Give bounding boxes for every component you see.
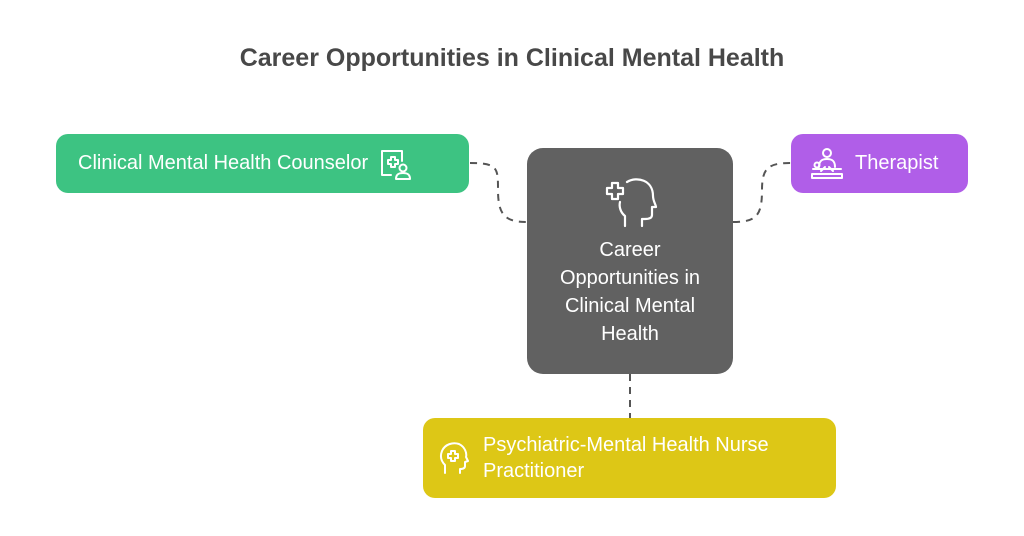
center-node: Career Opportunities in Clinical Mental …	[527, 148, 733, 374]
head-plus-icon	[601, 174, 659, 228]
center-label: Career Opportunities in Clinical Mental …	[559, 239, 701, 345]
node-nurse-practitioner: Psychiatric-Mental Health Nurse Practiti…	[423, 418, 836, 498]
page-title: Career Opportunities in Clinical Mental …	[239, 44, 785, 72]
node-counselor: Clinical Mental Health Counselor	[56, 134, 469, 193]
counselor-label: Clinical Mental Health Counselor	[78, 152, 369, 174]
therapy-session-icon	[809, 147, 845, 181]
connector-counselor	[469, 162, 528, 223]
medical-person-icon	[378, 147, 412, 181]
node-therapist: Therapist	[791, 134, 968, 193]
nurse-label: Psychiatric-Mental Health Nurse Practiti…	[483, 434, 769, 482]
connector-therapist	[732, 162, 792, 223]
head-plus-icon	[439, 441, 469, 475]
therapist-label: Therapist	[855, 152, 939, 174]
